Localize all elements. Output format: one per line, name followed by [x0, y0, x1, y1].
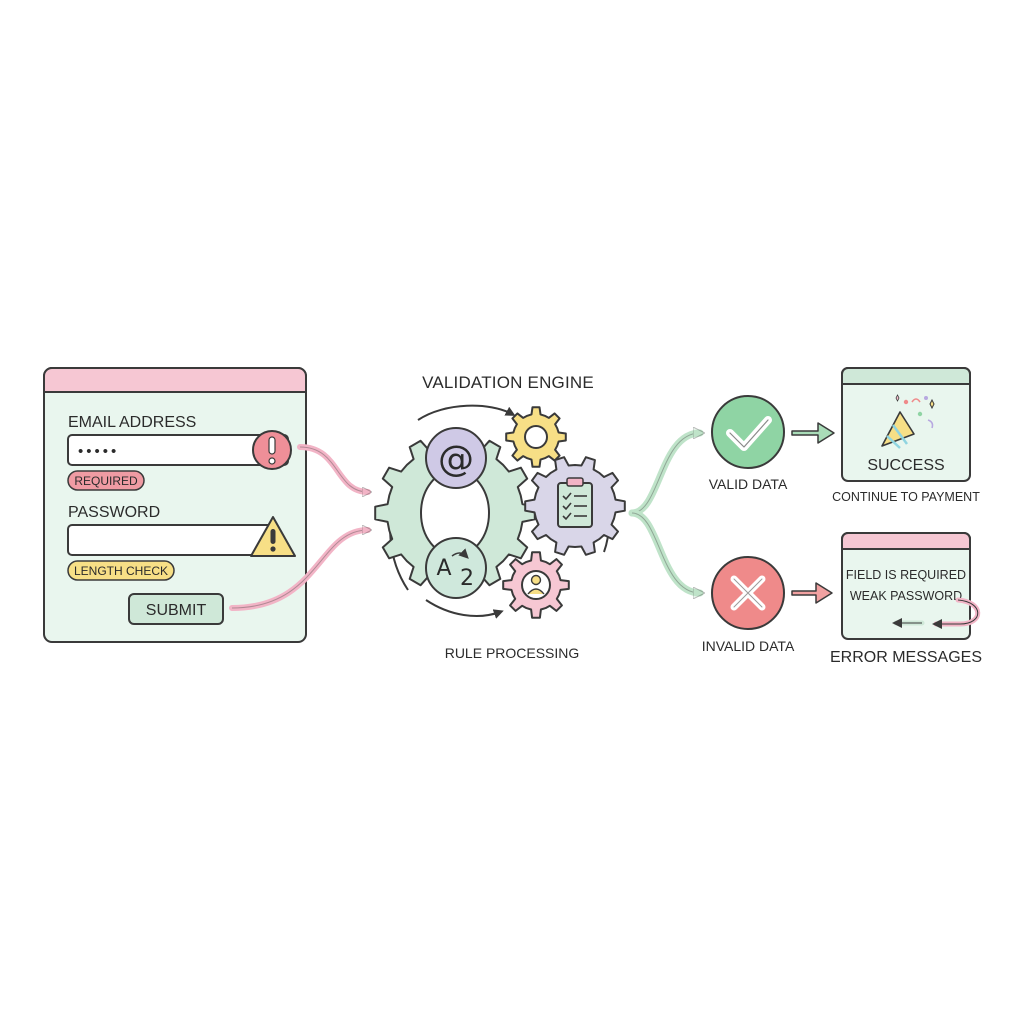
small-gear-yellow-icon [505, 406, 567, 468]
at-sign-glyph: @ [438, 439, 474, 480]
length-check-badge: LENGTH CHECK [67, 560, 175, 581]
password-label: PASSWORD [68, 504, 160, 521]
required-badge-text: REQUIRED [74, 474, 138, 488]
invalid-to-errors-arrow [791, 582, 833, 604]
email-label: EMAIL ADDRESS [68, 414, 196, 431]
email-flow-arrow [297, 444, 371, 495]
length-check-badge-text: LENGTH CHECK [74, 564, 168, 578]
error-messages-label: ERROR MESSAGES [830, 649, 982, 666]
email-flow-arrow-outline [299, 446, 368, 492]
submit-button-label: SUBMIT [146, 602, 207, 619]
invalid-data-label: INVALID DATA [702, 638, 795, 654]
main-gear-icon [374, 432, 536, 594]
party-popper-icon [881, 394, 935, 449]
password-field[interactable] [67, 524, 279, 556]
form-to-engine-arrows [229, 444, 371, 611]
invalid-outcome: INVALID DATA [702, 556, 833, 654]
valid-data-label: VALID DATA [709, 476, 788, 492]
x-icon [711, 556, 785, 630]
error-messages-panel: FIELD IS REQUIRED WEAK PASSWORD [841, 532, 981, 640]
branch-to-valid [628, 429, 704, 517]
warning-triangle-icon [250, 516, 296, 557]
submit-flow-arrow [229, 527, 371, 611]
checkmark-icon [711, 395, 785, 469]
continue-to-payment-label: CONTINUE TO PAYMENT [832, 490, 980, 504]
branch-connector [628, 429, 704, 597]
rotation-arc-bottom [425, 599, 504, 619]
branch-to-invalid [628, 509, 704, 597]
format-rule-icon: A 2 [425, 537, 487, 599]
return-arrow-icon [892, 597, 981, 629]
exclamation-icon [252, 430, 292, 470]
valid-to-success-arrow [791, 422, 835, 444]
success-panel: SUCCESS [841, 367, 971, 482]
weak-password-message: WEAK PASSWORD [850, 589, 962, 603]
valid-outcome: VALID DATA [709, 395, 835, 492]
submit-flow-arrow-outline [231, 530, 368, 609]
rotation-arc-top [417, 404, 516, 421]
success-title: SUCCESS [867, 457, 944, 474]
submit-button[interactable]: SUBMIT [128, 593, 224, 625]
letter-a-glyph: A [436, 556, 451, 581]
email-input-value: ••••• [78, 443, 119, 460]
form-panel: EMAIL ADDRESS ••••• REQUIRED PASSWORD LE… [43, 367, 307, 643]
validation-engine: VALIDATION ENGINE @ A 2 [374, 373, 626, 661]
email-field[interactable]: ••••• [67, 434, 289, 466]
field-required-message: FIELD IS REQUIRED [846, 568, 966, 582]
digit-2-glyph: 2 [460, 566, 474, 591]
required-badge: REQUIRED [67, 470, 145, 491]
checklist-gear-icon [524, 456, 626, 556]
engine-subtitle: RULE PROCESSING [445, 645, 580, 661]
user-gear-icon [502, 551, 570, 619]
clipboard-checklist-icon [557, 477, 593, 528]
email-rule-icon: @ [425, 427, 487, 489]
engine-title: VALIDATION ENGINE [422, 373, 594, 392]
